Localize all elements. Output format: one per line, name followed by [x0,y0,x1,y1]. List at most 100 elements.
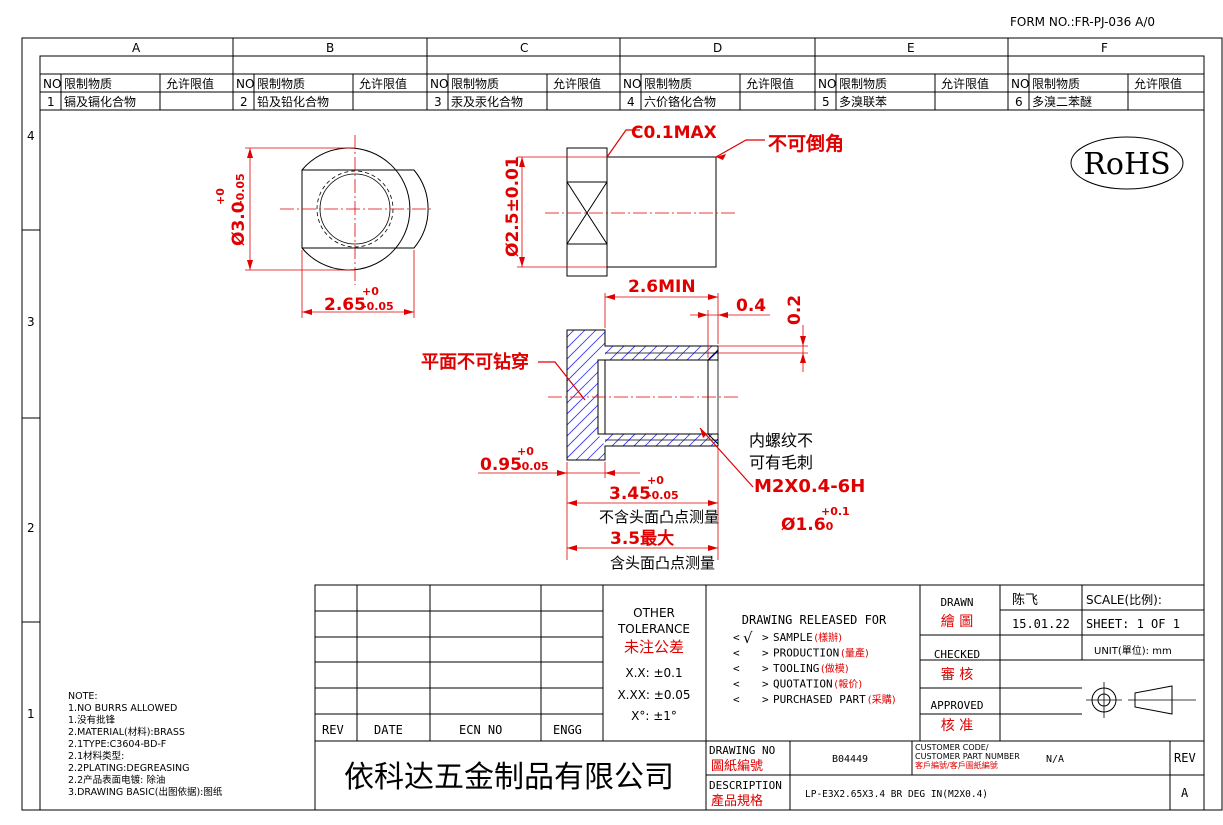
unit-label: UNIT(單位): mm [1094,644,1172,657]
release-title: DRAWING RELEASED FOR [742,613,887,627]
front-view [280,135,432,285]
dim-02: 0.2 [718,295,808,372]
rst-limit-header: 允许限值 [359,76,407,91]
section-view [548,329,740,461]
drawn-date: 15.01.22 [1012,617,1070,631]
dim-26min: 2.6MIN [604,277,719,344]
note-line: 2.1TYPE:C3604-BD-F [68,739,166,750]
projection-symbol-icon [1086,682,1196,718]
row-zones: 4 3 2 1 [22,129,40,721]
tol-xxx: X.XX: ±0.05 [617,688,690,702]
rohs-label: RoHS [1083,147,1170,182]
d25-label: Ø2.5±0.01 [503,156,523,257]
release-bracket-l: < [733,662,740,675]
release-bracket-r: > [762,693,769,706]
zone-col-f: F [1101,41,1108,55]
callout-no-chamfer: 不可倒角 [715,132,844,160]
zone-col-d: D [713,41,722,55]
rst-item-no: 4 [627,95,635,109]
flat-note-label: 平面不可钻穿 [421,351,529,373]
release-bracket-l: < [733,631,740,644]
checked-label: CHECKED [934,648,980,661]
rev-value: A [1181,786,1189,800]
release-bracket-l: < [733,678,740,691]
thread-note-2: 可有毛刺 [749,453,813,472]
rst-no-header: NO [623,77,641,91]
drawn-label: DRAWN [940,596,973,609]
approved-label: APPROVED [931,699,984,712]
zone-col-c: C [520,41,528,55]
rst-substance-header: 限制物质 [1032,77,1080,91]
drawn-by: 陈飞 [1012,592,1038,608]
note-line: 2.2产品表面电镀: 除油 [68,774,165,786]
note-line: 1.没有批锋 [68,714,116,726]
w265-tol-up: +0 [362,285,379,298]
release-bracket-r: > [762,662,769,675]
zone-col-e: E [907,41,915,55]
note-line: 1.NO BURRS ALLOWED [68,703,177,714]
dim-095: 0.95 +0 -0.05 [478,445,640,478]
rst-limit-header: 允许限值 [1134,76,1182,91]
d30-label: Ø3.0 [229,201,249,246]
release-item: PRODUCTION [773,647,839,660]
zone-row-2: 2 [27,521,35,535]
date-header: DATE [374,723,403,737]
min26-label: 2.6MIN [628,277,696,297]
tol-ang: X°: ±1° [631,709,677,723]
customer-label-2: CUSTOMER PART NUMBER [915,752,1020,761]
rst-limit-header: 允许限值 [941,76,989,91]
release-bracket-r: > [762,647,769,660]
rst-item-no: 3 [434,95,442,109]
tol-l2: TOLERANCE [617,622,690,636]
rst-no-header: NO [43,77,61,91]
note-line: 2.2PLATING:DEGREASING [68,763,189,774]
rst-item-name: 镉及镉化合物 [64,94,136,109]
note-line: 2.1材料类型: [68,750,124,762]
rst-item-name: 六价铬化合物 [644,94,716,109]
release-bracket-r: > [762,678,769,691]
d345-label: 3.45 [609,484,651,504]
rst-substance-header: 限制物质 [64,77,112,91]
release-item: QUOTATION [773,678,833,691]
rst-no-header: NO [1011,77,1029,91]
w265-label: 2.65 [324,295,366,315]
rst-no-header: NO [430,77,448,91]
customer-cn: 客戶編號/客戶圖紙編號 [915,760,998,770]
release-item-cn: (做模) [821,662,849,675]
rst-item-name: 多溴联苯 [839,95,887,109]
drawing-no-label: DRAWING NO [709,744,775,757]
thread-label: M2X0.4-6H [754,476,865,497]
callout-flat-note: 平面不可钻穿 [421,351,586,401]
drawing-no-value: B04449 [832,754,868,765]
rst-limit-header: 允许限值 [746,76,794,91]
rohs-mark: RoHS [1070,136,1184,190]
d30-tol-up: +0 [214,188,227,205]
d16-tol-up: +0.1 [821,505,850,518]
d04-label: 0.4 [736,296,766,316]
note-excl: 不含头面凸点测量 [599,508,719,526]
column-zones: A B C D E F [132,38,1108,56]
d095-label: 0.95 [480,455,522,475]
rst-item-no: 1 [47,95,55,109]
release-item: PURCHASED PART [773,693,866,706]
d095-tol-dn: -0.05 [517,460,549,473]
release-bracket-l: < [733,693,740,706]
tol-l3: 未注公差 [624,638,684,656]
rst-no-header: NO [818,77,836,91]
dim-d30: Ø3.0 +0 -0.05 [214,147,355,271]
zone-row-1: 1 [27,707,35,721]
rev-header: REV [322,723,344,737]
d16-label: Ø1.6 [781,515,826,535]
desc-cn: 產品規格 [711,793,763,809]
c01-label: C0.1MAX [631,123,717,143]
ecn-header: ECN NO [459,723,502,737]
release-check-icon: √ [743,629,753,647]
rst-limit-header: 允许限值 [166,76,214,91]
d345-tol-dn: -0.05 [647,489,679,502]
d345-tol-up: +0 [647,474,664,487]
sheet-label: SHEET: 1 OF 1 [1086,617,1180,631]
rst-limit-header: 允许限值 [553,76,601,91]
note-line: 2.MATERIAL(材料):BRASS [68,726,185,738]
rst-substance-header: 限制物质 [451,77,499,91]
zone-col-a: A [132,41,141,55]
